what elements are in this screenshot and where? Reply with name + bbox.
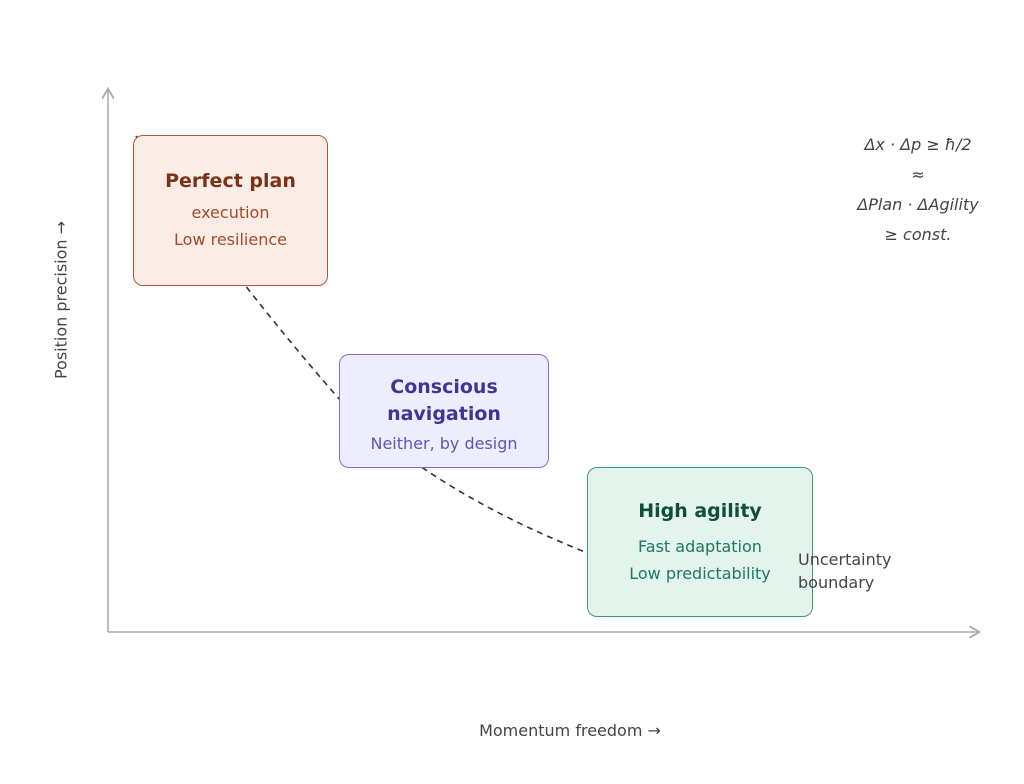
perfect-plan-title: Perfect plan (165, 170, 296, 192)
y-axis-label: Position precision → (51, 220, 71, 380)
formula-line-1: Δx · Δp ≥ ħ/2 (864, 135, 972, 154)
x-axis-label: Momentum freedom → (479, 721, 661, 740)
conscious-navigation-box: Conscious navigation Neither, by design (339, 354, 549, 468)
formula-line-2: ≈ (911, 165, 925, 184)
conscious-navigation-line-1: Neither, by design (370, 433, 518, 453)
perfect-plan-line-2: Low resilience (174, 230, 287, 249)
high-agility-line-1: Fast adaptation (638, 536, 762, 556)
perfect-plan-line-1: execution (191, 203, 270, 222)
conscious-navigation-title: Conscious navigation (387, 375, 501, 425)
annotation-line-2: boundary (798, 573, 875, 592)
uncertainty-boundary-label: Uncertainty boundary (798, 548, 891, 594)
high-agility-box: High agility Fast adaptation Low predict… (587, 467, 813, 617)
high-agility-line-2: Low predictability (629, 563, 771, 583)
formula-line-3: ΔPlan · ΔAgility (857, 195, 979, 214)
perfect-plan-box: Perfect plan execution Low resilience (133, 135, 328, 286)
high-agility-title: High agility (638, 499, 762, 522)
formula-line-4: ≥ const. (884, 225, 952, 244)
annotation-line-1: Uncertainty (798, 550, 892, 569)
